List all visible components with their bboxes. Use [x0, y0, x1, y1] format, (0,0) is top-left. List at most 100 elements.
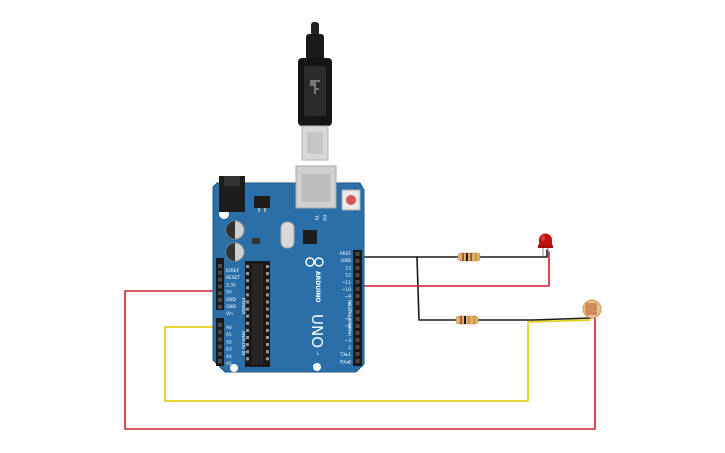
header-pin[interactable] — [218, 270, 222, 275]
analog-pin-label: A2 — [226, 339, 232, 345]
chip-pin — [266, 279, 269, 283]
digital-pin-label: ~10 — [342, 287, 351, 293]
chip-pin — [266, 357, 269, 361]
header-holes — [218, 252, 360, 363]
chip-pin — [246, 321, 249, 325]
digital-header-label: DIGITAL (PWM~) — [346, 300, 352, 337]
header-pin[interactable] — [218, 344, 222, 349]
resistor-ldr[interactable] — [455, 315, 479, 325]
header-pin[interactable] — [355, 359, 360, 363]
digital-pin-label: ~5 — [345, 323, 352, 329]
chip-pin — [266, 321, 269, 325]
digital-pin-label: 12 — [345, 273, 351, 279]
header-pin[interactable] — [218, 284, 222, 289]
header-pin[interactable] — [355, 301, 360, 305]
resistor-led[interactable] — [457, 252, 481, 262]
analog-pin-label: A1 — [226, 332, 232, 338]
header-pin[interactable] — [218, 359, 222, 363]
chip-pin — [266, 265, 269, 268]
board-model: UNO — [308, 314, 326, 348]
header-pin[interactable] — [355, 266, 360, 270]
digital-pin-label: 2 — [348, 345, 351, 351]
chip-pin — [266, 350, 269, 354]
header-pin[interactable] — [355, 280, 360, 284]
board-brand: ARDUINO — [314, 271, 321, 302]
header-pin[interactable] — [355, 294, 360, 298]
power-pin-label: GND — [226, 297, 237, 303]
power-pin-label: RESET — [226, 275, 240, 281]
arduino-board: ARDUINO UNO POWER ANALOG IN DIGITAL (PWM… — [212, 165, 365, 373]
led-l-label: L — [317, 351, 320, 357]
header-pin[interactable] — [218, 298, 222, 302]
chip-pin — [246, 328, 249, 332]
header-pin[interactable] — [355, 252, 360, 256]
chip-pin — [266, 300, 269, 304]
header-pin[interactable] — [218, 277, 222, 282]
chip-pin — [246, 272, 249, 276]
digital-pin-label: 7 — [348, 309, 351, 315]
header-pin[interactable] — [355, 273, 360, 277]
power-pin-label: IOREF — [226, 268, 240, 274]
chip-pin — [266, 336, 269, 339]
chip-pin — [246, 286, 249, 290]
header-pin[interactable] — [218, 323, 222, 327]
chip-pin — [266, 286, 269, 290]
chip-pin — [246, 343, 249, 347]
chip-pin — [246, 265, 249, 268]
header-pin[interactable] — [218, 351, 222, 356]
wire-red-5v-ldr — [124, 290, 596, 430]
analog-pin-label: A4 — [226, 354, 232, 360]
chip-pins — [246, 265, 269, 361]
chip-pin — [246, 307, 249, 311]
wires — [124, 249, 596, 430]
digital-pin-label: 8 — [348, 301, 351, 307]
power-header-label: POWER — [240, 298, 246, 314]
wire-red-pin10-led — [355, 251, 550, 287]
analog-pin-label: A0 — [226, 325, 232, 331]
chip-pin — [266, 272, 269, 276]
header-pin[interactable] — [218, 330, 222, 335]
header-pin[interactable] — [355, 324, 360, 328]
chip-pin — [246, 314, 249, 318]
power-pin-label: GND — [226, 304, 237, 310]
digital-pin-label: 4 — [348, 331, 351, 337]
led-red[interactable] — [538, 233, 553, 257]
header-pin[interactable] — [218, 304, 222, 309]
power-pin-label: 5V — [226, 290, 232, 296]
analog-pin-label: A3 — [226, 347, 232, 353]
chip-pin — [246, 336, 249, 339]
power-pin-label: Vin — [226, 311, 233, 317]
header-pin[interactable] — [355, 345, 360, 349]
chip-pin — [246, 350, 249, 354]
header-pin[interactable] — [355, 310, 360, 314]
wire-black-ldr-end — [477, 317, 592, 321]
photoresistor[interactable] — [582, 299, 602, 319]
header-pin[interactable] — [355, 352, 360, 356]
header-pin[interactable] — [355, 331, 360, 335]
chip-pin — [266, 328, 269, 332]
wire-black-gnd-ldr — [416, 256, 457, 321]
header-pin[interactable] — [355, 259, 360, 263]
arduino-logo-icon — [305, 257, 324, 267]
header-pin[interactable] — [218, 291, 222, 296]
rx-label: RX — [321, 215, 327, 221]
wire-yellow-a0-ldr — [164, 319, 591, 402]
digital-pin-label: AREF — [340, 251, 352, 257]
header-pin[interactable] — [355, 338, 360, 342]
digital-pin-label: GND — [341, 258, 352, 264]
power-pin-label: 3.3V — [226, 282, 236, 288]
chip-pin — [266, 343, 269, 347]
header-pin[interactable] — [218, 337, 222, 342]
chip-pin — [246, 357, 249, 361]
header-pin[interactable] — [355, 317, 360, 321]
header-pin[interactable] — [355, 287, 360, 291]
analog-pin-label: A5 — [226, 361, 232, 367]
chip-pin — [266, 293, 269, 297]
chip-pin — [246, 293, 249, 297]
digital-pin-label: ~3 — [345, 338, 352, 344]
digital-pin-label: RX◂0 — [340, 359, 351, 365]
header-pin[interactable] — [218, 264, 222, 268]
